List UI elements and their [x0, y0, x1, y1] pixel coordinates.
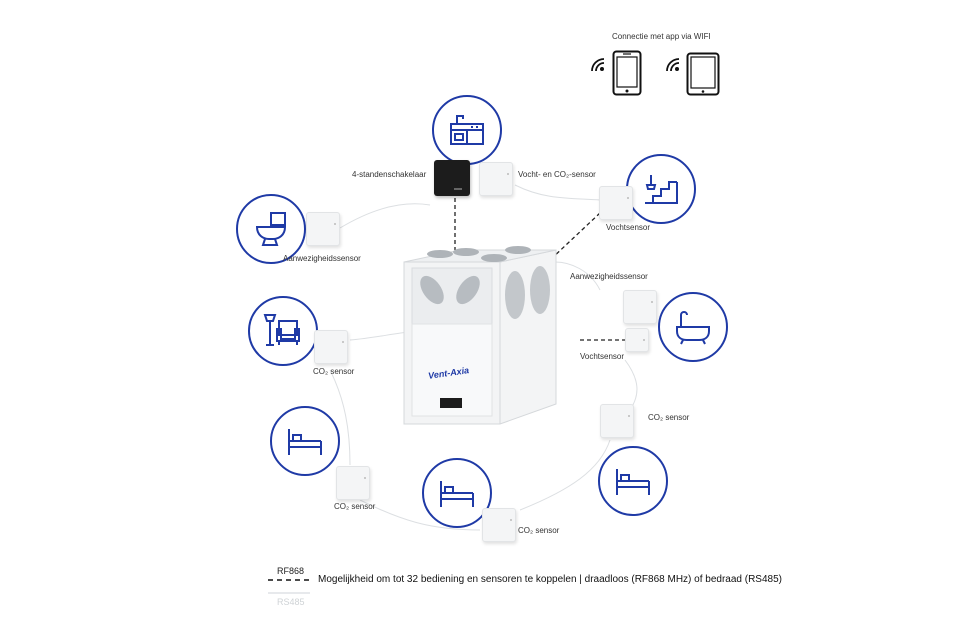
smartphone-icon[interactable] [612, 50, 642, 96]
co2-sensor-living [314, 330, 348, 364]
wire-presence-left [339, 203, 431, 229]
co2-sensor-bedroom-center [482, 508, 516, 542]
wire-bed-left [359, 499, 481, 531]
wifi-icon [591, 58, 605, 72]
stairs-icon [645, 175, 678, 204]
room-bedroom-center [422, 458, 492, 528]
wire-co2-right [519, 439, 611, 511]
co2-bedroom-center-label: CO₂ sensor [518, 526, 560, 535]
bathtub-icon [676, 311, 710, 345]
legend-rs-label: RS485 [277, 597, 305, 607]
humidity-sensor-right [625, 328, 649, 352]
bed-icon [440, 481, 474, 507]
co2-bedroom-left-label: CO₂ sensor [334, 502, 376, 511]
armchair-lamp-icon [263, 314, 300, 346]
tablet-icon[interactable] [686, 52, 720, 96]
humidity-sensor-top [599, 186, 633, 220]
legend-solid-line [268, 592, 310, 594]
wire-living-down [329, 369, 351, 466]
presence-right-label: Aanwezigheidssensor [570, 272, 648, 281]
legend-dashed-line [268, 579, 310, 581]
humidity-top-label: Vochtsensor [606, 223, 651, 232]
room-bedroom-right [598, 446, 668, 516]
room-kitchen [432, 95, 502, 165]
humidity-right-label: Vochtsensor [580, 352, 625, 361]
wire-humidity-right [624, 359, 638, 411]
bed-icon [616, 469, 650, 495]
presence-left-label: Aanwezigheidssensor [283, 254, 361, 263]
room-bedroom-left [270, 406, 340, 476]
co2-living-label: CO₂ sensor [313, 367, 355, 376]
toilet-icon [255, 212, 287, 246]
wire-humidity-co2 [514, 184, 601, 201]
legend-description: Mogelijkheid om tot 32 bediening en sens… [318, 574, 782, 585]
co2-sensor-right [600, 404, 634, 438]
four-position-switch[interactable] [434, 160, 470, 196]
co2-sensor-bedroom-left [336, 466, 370, 500]
wifi-icon [666, 58, 680, 72]
humidity-co2-sensor [479, 162, 513, 196]
presence-sensor-left [306, 212, 340, 246]
wifi-connect-label: Connectie met app via WIFI [612, 32, 711, 41]
wire-presence-right [554, 261, 601, 291]
presence-sensor-right [623, 290, 657, 324]
humidity-co2-label: Vocht- en CO₂-sensor [518, 170, 596, 179]
co2-right-label: CO₂ sensor [648, 413, 690, 422]
heat-recovery-unit [403, 246, 557, 425]
room-bathroom [658, 292, 728, 362]
kitchen-icon [450, 115, 484, 145]
room-toilet [236, 194, 306, 264]
room-living [248, 296, 318, 366]
legend-rf-label: RF868 [277, 566, 305, 576]
bed-icon [288, 429, 322, 455]
switch-label: 4-standenschakelaar [352, 170, 427, 179]
dashed-humidity-top [549, 212, 601, 261]
room-stairs [626, 154, 696, 224]
